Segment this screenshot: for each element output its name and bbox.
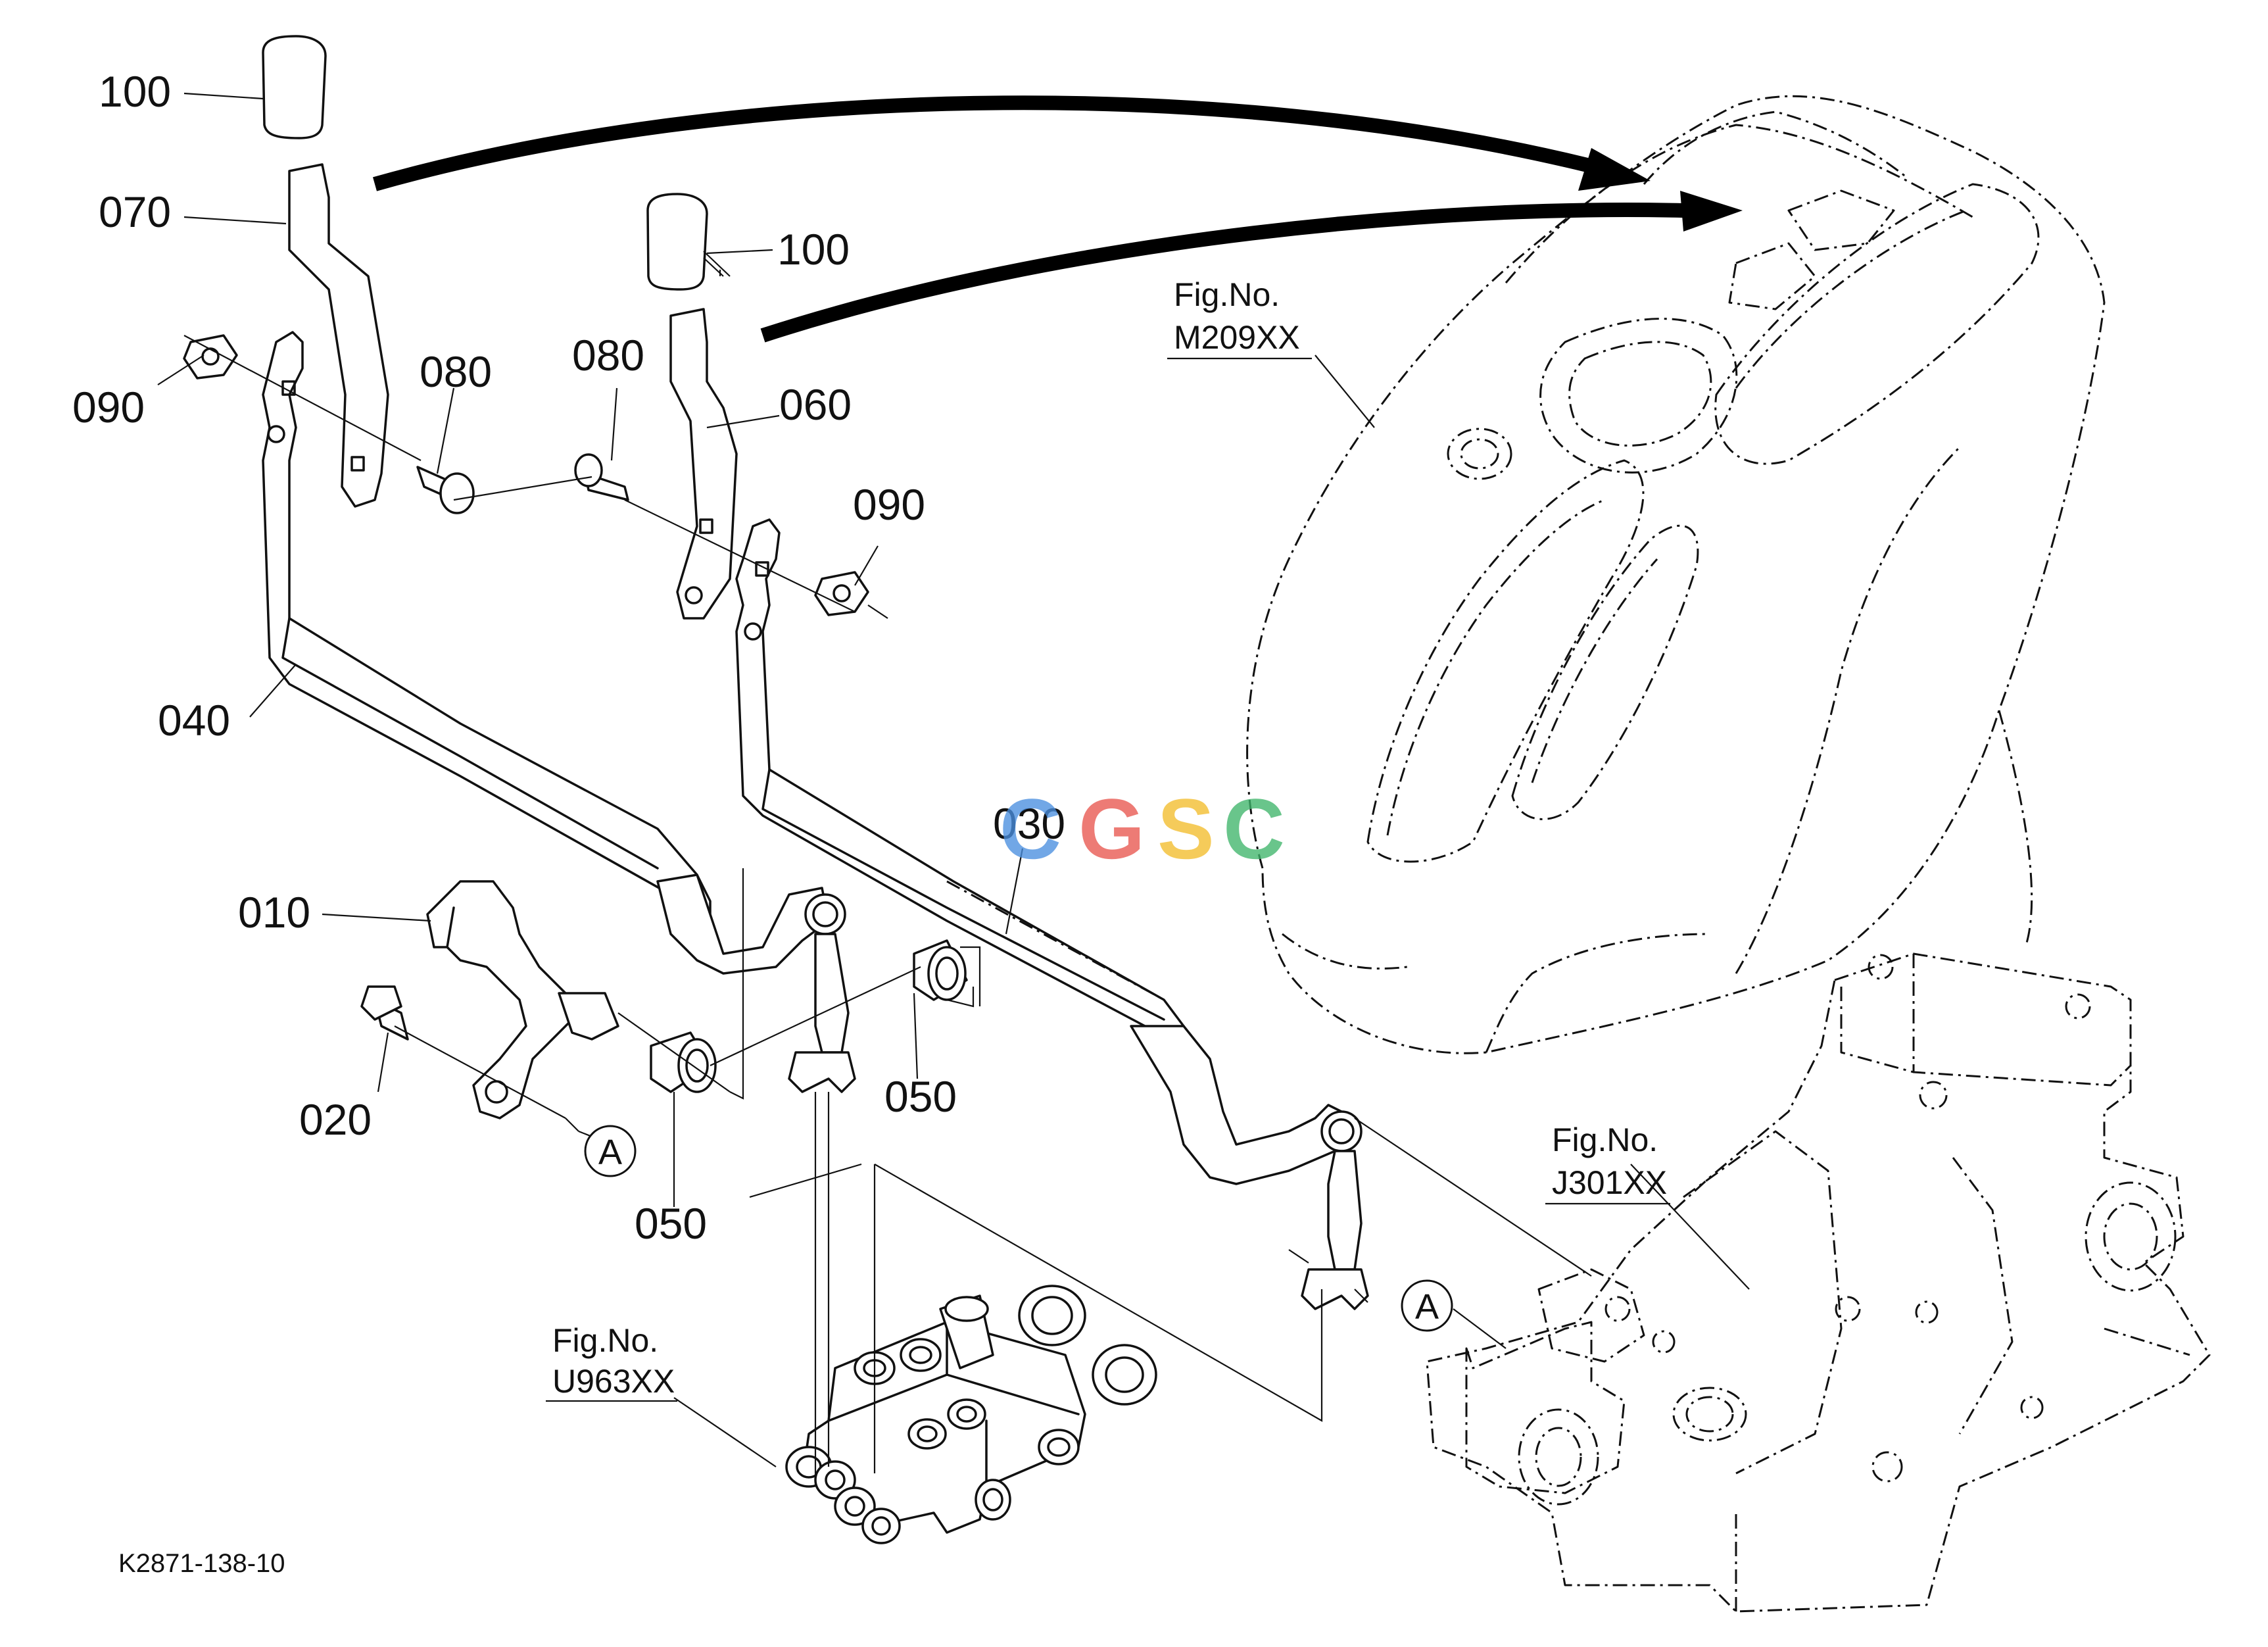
watermark-letter-4: C <box>1223 781 1285 877</box>
callout-050-right: 050 <box>884 1072 957 1121</box>
ref-valve-code: U963XX <box>552 1363 675 1400</box>
callout-080-right: 080 <box>572 331 644 380</box>
callout-040: 040 <box>158 696 230 745</box>
housing-outline <box>1426 952 2211 1613</box>
ref-fender: Fig.No. M209XX <box>1167 276 1312 360</box>
callout-060: 060 <box>779 380 852 429</box>
ref-valve-fig: Fig.No. <box>552 1322 658 1359</box>
callout-090-left: 090 <box>72 383 145 431</box>
rod-030 <box>735 518 1369 1310</box>
callout-070: 070 <box>99 187 171 236</box>
ref-fender-code: M209XX <box>1174 319 1300 356</box>
ref-valve: Fig.No. U963XX <box>546 1322 677 1402</box>
callout-020: 020 <box>299 1095 372 1144</box>
callout-010: 010 <box>238 888 310 937</box>
ref-housing-fig: Fig.No. <box>1552 1121 1658 1158</box>
assembly-arrows <box>373 95 1743 343</box>
callout-050-left: 050 <box>635 1199 707 1248</box>
fender-outline <box>1246 95 2106 1054</box>
connection-lines <box>183 335 1592 1487</box>
watermark-letter-3: S <box>1157 781 1215 877</box>
leader-lines <box>157 92 1750 1467</box>
callout-100-left: 100 <box>99 67 171 116</box>
drawing-code: K2871-138-10 <box>118 1549 285 1578</box>
watermark-letter-1: C <box>1000 781 1061 877</box>
arm-010 <box>426 880 619 1119</box>
lever-060 <box>646 193 738 620</box>
ref-housing: Fig.No. J301XX <box>1545 1121 1670 1205</box>
callout-030: 030 <box>993 799 1065 848</box>
ref-fender-fig: Fig.No. <box>1174 276 1280 313</box>
fasteners <box>183 334 869 1041</box>
callout-080-left: 080 <box>420 347 492 396</box>
marker-a-left: A <box>584 1125 637 1177</box>
rod-040 <box>262 331 856 1093</box>
lever-070 <box>262 35 389 508</box>
svg-text:A: A <box>598 1133 622 1172</box>
control-valve <box>785 1285 1157 1544</box>
marker-a-right: A <box>1401 1279 1453 1332</box>
svg-text:A: A <box>1415 1287 1439 1327</box>
watermark: C G S C <box>1000 781 1285 877</box>
callout-100-right: 100 <box>777 225 850 274</box>
callout-090-right: 090 <box>853 480 925 529</box>
watermark-letter-2: G <box>1078 781 1145 877</box>
ref-housing-code: J301XX <box>1552 1164 1667 1201</box>
